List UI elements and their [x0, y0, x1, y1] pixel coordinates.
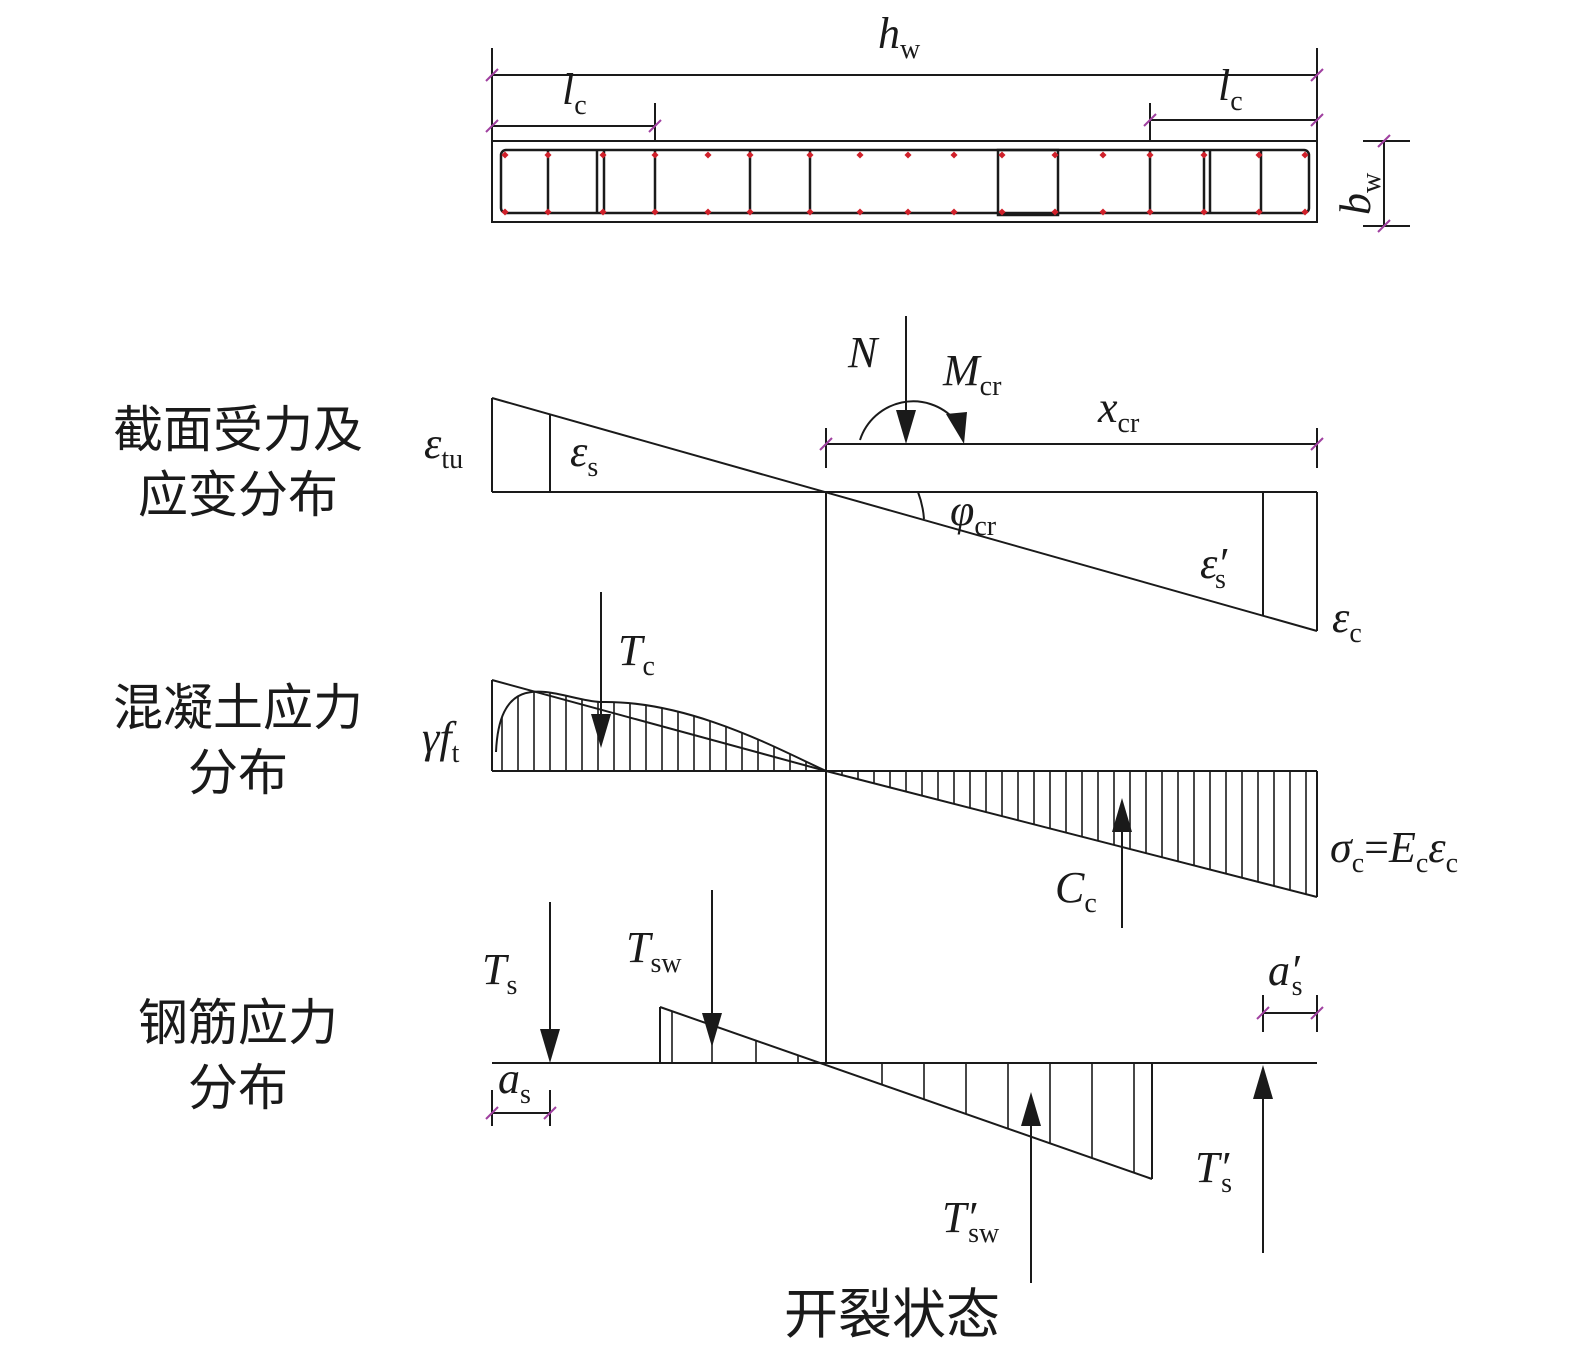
Tsw-prime-label: T′sw — [942, 1193, 1000, 1249]
rebar-dot — [1146, 208, 1154, 216]
eps-tu-label: εtu — [424, 419, 463, 475]
rebar-dot — [904, 151, 912, 159]
boundary-ties — [546, 148, 1263, 217]
N-label: N — [847, 328, 880, 377]
section-stirrup-outline — [499, 148, 1311, 215]
concrete-label-line1: 混凝土应力 — [113, 679, 363, 737]
lc-left-label: lc — [562, 65, 587, 121]
rebar-dot — [856, 151, 864, 159]
Ts-prime-label: T′s — [1195, 1143, 1232, 1199]
lc-right-label: lc — [1218, 61, 1243, 117]
rebar-dot — [599, 151, 607, 159]
concrete-stress-diagram: Tc γft σc=Ecεc Cc — [422, 592, 1458, 928]
concrete-label-line2: 分布 — [188, 744, 288, 802]
steel-stress-diagram: Ts Tsw T′sw T′s — [482, 890, 1317, 1283]
tension-softening-curve — [495, 690, 827, 772]
phi-cr-arc — [917, 491, 925, 520]
dimension-hw: hw — [485, 9, 1324, 141]
rebar-dot — [746, 151, 754, 159]
sigma-c-label: σc=Ecεc — [1330, 823, 1458, 879]
rebar-dot — [950, 151, 958, 159]
Tc-arrowhead — [591, 714, 611, 748]
Cc-arrowhead — [1112, 798, 1132, 832]
compression-stress-line — [825, 770, 1318, 898]
steel-stress-line — [659, 1006, 1153, 1180]
wall-cross-section — [491, 140, 1318, 223]
bw-label: bw — [1331, 172, 1387, 215]
axial-force-arrowhead — [896, 410, 916, 444]
section-loads: N Mcr — [847, 316, 1002, 444]
dimension-as: as — [485, 1054, 557, 1126]
Tsw-arrowhead — [702, 1013, 722, 1047]
dimension-as-prime: a′s — [1256, 946, 1324, 1032]
section-outer-outline — [491, 140, 1318, 223]
Ts-arrowhead — [540, 1029, 560, 1063]
steel-label-line1: 钢筋应力 — [138, 994, 338, 1052]
strain-label-line1: 截面受力及 — [113, 401, 363, 459]
Ts-prime-arrowhead — [1253, 1065, 1273, 1099]
diagram-title: 开裂状态 — [784, 1283, 1000, 1346]
rebar-dot — [1301, 208, 1309, 216]
rebar-dot — [544, 151, 552, 159]
rebar-dot — [1099, 208, 1107, 216]
steel-label-line2: 分布 — [188, 1059, 288, 1117]
row-labels: 截面受力及 应变分布 混凝土应力 分布 钢筋应力 分布 — [113, 401, 363, 1117]
xcr-label: xcr — [1097, 383, 1140, 439]
rebar-dot — [501, 151, 509, 159]
rebar-dot — [704, 151, 712, 159]
rebar-dot — [704, 208, 712, 216]
rebar-dot — [1099, 151, 1107, 159]
strain-profile-line — [491, 397, 1318, 632]
dimension-bw: bw — [1331, 134, 1410, 233]
Tsw-label: Tsw — [626, 923, 682, 979]
Mcr-label: Mcr — [942, 346, 1002, 402]
strain-diagram: εtu εs φcr ε′s εc — [424, 397, 1362, 649]
rebar-dot — [856, 208, 864, 216]
linear-strain-line — [491, 679, 827, 772]
Tc-label: Tc — [618, 626, 655, 682]
eps-s-prime-label: ε′s — [1200, 539, 1228, 595]
hw-label: hw — [878, 9, 921, 65]
gamma-ft-label: γft — [422, 713, 460, 769]
rebar-dot — [501, 208, 509, 216]
rebar-dot — [806, 151, 814, 159]
rebar-dot — [998, 151, 1006, 159]
rebar-dot — [1146, 151, 1154, 159]
strain-label-line2: 应变分布 — [138, 466, 338, 524]
rebar-dots — [501, 151, 1309, 216]
rebar-dot — [544, 208, 552, 216]
as-prime-label: a′s — [1268, 946, 1303, 1002]
eps-s-label: εs — [570, 427, 598, 483]
rebar-dot — [651, 208, 659, 216]
rebar-dot — [599, 208, 607, 216]
rebar-dot — [1200, 151, 1208, 159]
rebar-dot — [904, 208, 912, 216]
Ts-label: Ts — [482, 945, 517, 1001]
as-label: as — [498, 1054, 531, 1110]
dimension-lc-left: lc — [485, 65, 662, 141]
eps-c-label: εc — [1332, 593, 1362, 649]
rebar-dot — [950, 208, 958, 216]
dimension-lc-right: lc — [1143, 61, 1324, 141]
Cc-label: Cc — [1055, 863, 1097, 919]
Tsw-prime-arrowhead — [1021, 1092, 1041, 1126]
phi-cr-label: φcr — [950, 486, 997, 542]
rebar-dot — [1200, 208, 1208, 216]
rebar-dot — [998, 208, 1006, 216]
steel-stress-hatching — [671, 1011, 1135, 1173]
rebar-dot — [651, 151, 659, 159]
dimension-xcr: xcr — [819, 383, 1324, 468]
rebar-dot — [746, 208, 754, 216]
rebar-dot — [806, 208, 814, 216]
moment-arc — [859, 400, 956, 441]
moment-arrowhead — [946, 412, 967, 444]
